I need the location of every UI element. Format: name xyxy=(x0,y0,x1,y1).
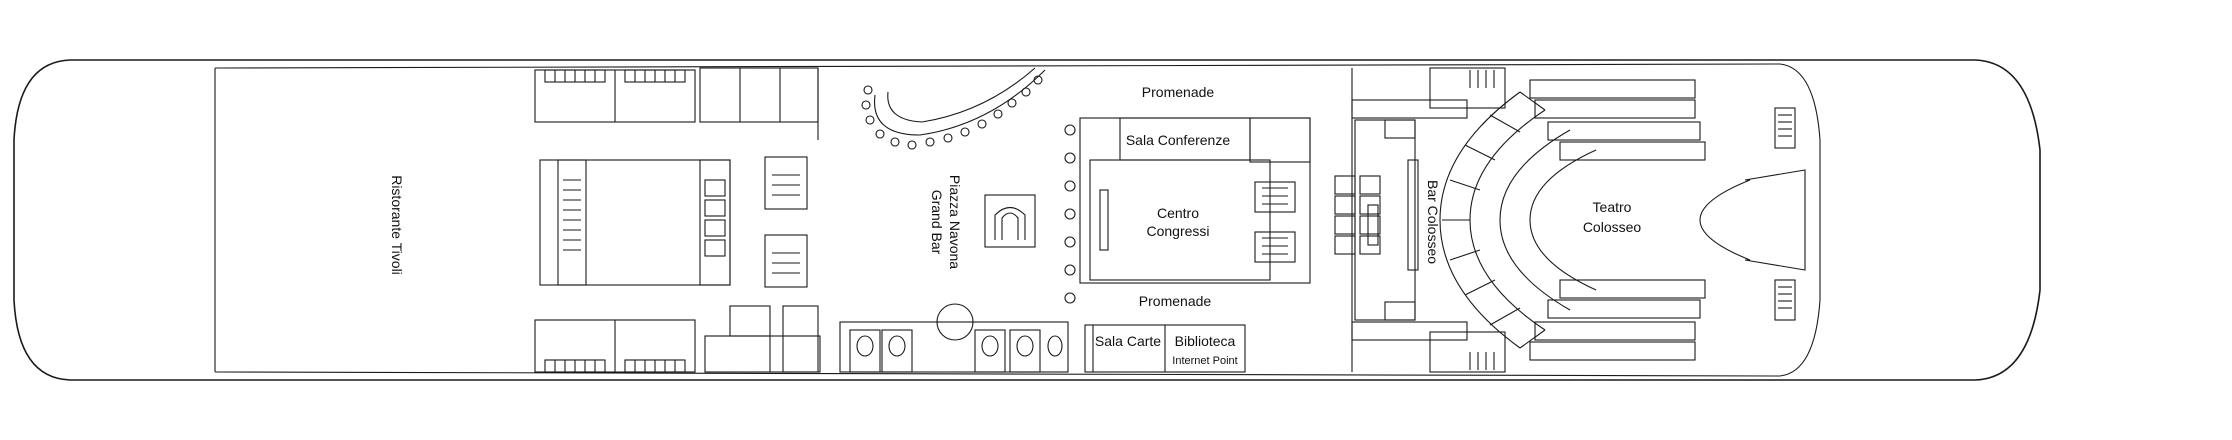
biblioteca-label: Biblioteca xyxy=(1175,333,1236,349)
ristorante-label: Ristorante Tivoli xyxy=(389,175,405,275)
congress-centre: Promenade Sala Conferenze Centro Congres… xyxy=(1079,84,1311,309)
conference-columns xyxy=(1064,124,1076,304)
inner-hull-top xyxy=(214,63,1781,69)
piazza-navona-label: Piazza Navona xyxy=(947,175,963,269)
centro-label: Centro xyxy=(1157,205,1199,221)
promenade-top-label: Promenade xyxy=(1142,84,1215,100)
teatro-colosseo: Teatro Colosseo xyxy=(1429,67,1806,373)
sala-carte-label: Sala Carte xyxy=(1095,333,1161,349)
promenade-bottom-label: Promenade xyxy=(1139,293,1212,309)
theatre-outer-wall xyxy=(1779,63,1821,377)
piazza-navona-bar: Piazza Navona Grand Bar xyxy=(861,67,1046,269)
bar-colosseo: Bar Colosseo xyxy=(1334,68,1468,372)
upper-service-blocks xyxy=(534,67,819,140)
lower-lounge-arches xyxy=(839,303,1069,373)
ristorante-tivoli: Ristorante Tivoli xyxy=(389,175,405,275)
hull-outline xyxy=(13,59,2041,381)
lower-service-blocks xyxy=(534,305,821,373)
colosseo-label: Colosseo xyxy=(1583,219,1642,235)
internet-point-label: Internet Point xyxy=(1172,355,1237,367)
inner-hull-bottom xyxy=(214,371,1781,377)
bar-colosseo-label: Bar Colosseo xyxy=(1425,180,1441,264)
grand-bar-label: Grand Bar xyxy=(929,190,945,255)
central-core xyxy=(539,156,808,288)
congressi-label: Congressi xyxy=(1146,223,1209,239)
sala-conferenze-label: Sala Conferenze xyxy=(1126,132,1231,148)
teatro-label: Teatro xyxy=(1593,199,1632,215)
cards-and-library: Sala Carte Biblioteca Internet Point xyxy=(1084,324,1246,373)
